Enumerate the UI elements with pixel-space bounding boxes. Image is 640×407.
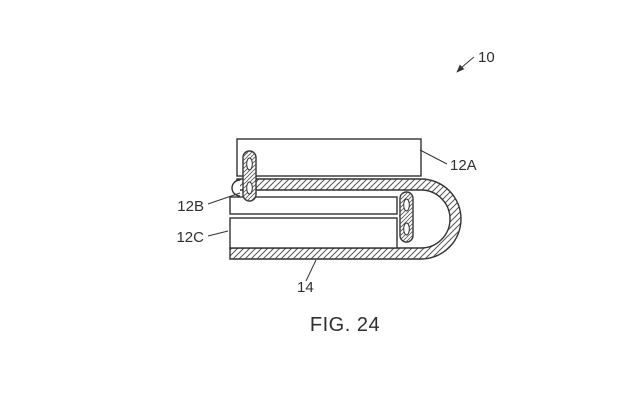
- leader-line-12b: [207, 192, 241, 205]
- reference-labels: 10 12A 12B 12C 14: [176, 49, 494, 296]
- ref-label-12b: 12B: [177, 198, 204, 215]
- lower-housing: [229, 217, 398, 249]
- ref-label-14: 14: [297, 279, 314, 296]
- leader-lines: [207, 56, 475, 282]
- ref-label-12a: 12A: [450, 157, 477, 174]
- display-edge-hook: [231, 179, 241, 197]
- fastener-right-hole-bottom: [403, 222, 410, 236]
- leader-line-14: [305, 259, 317, 282]
- leader-line-12a: [419, 149, 448, 165]
- figure-caption: FIG. 24: [310, 314, 380, 336]
- ref-label-10: 10: [478, 49, 495, 66]
- reference-arrow-10: [456, 56, 475, 73]
- middle-layer: [229, 196, 398, 215]
- leader-line-12c: [207, 230, 229, 237]
- upper-housing: [236, 138, 422, 177]
- ref-label-12c: 12C: [176, 229, 204, 246]
- fastener-left-hole-bottom: [246, 181, 253, 195]
- fastener-right-hole-top: [403, 198, 410, 212]
- drawing-root: [229, 138, 462, 260]
- fastener-left-hole-top: [246, 157, 253, 171]
